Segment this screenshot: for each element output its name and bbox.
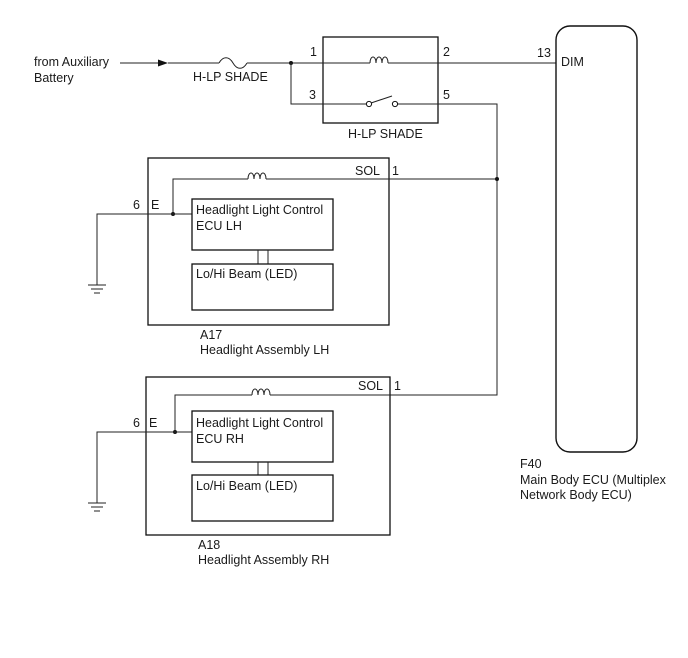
lh-control-ecu-box	[191, 198, 334, 251]
rh-assembly-code: A18	[198, 538, 220, 552]
relay-switch-blade	[370, 95, 393, 104]
lh-control-ecu-line2: ECU LH	[196, 219, 242, 233]
ecu-name-line1: Main Body ECU (Multiplex	[520, 473, 667, 487]
source-label-line2: Battery	[34, 71, 74, 85]
rh-sol-wire-left	[174, 394, 252, 432]
lh-control-ecu-line1: Headlight Light Control	[196, 203, 323, 217]
relay-switch-contact-left	[365, 100, 373, 108]
relay-coil-icon	[369, 56, 389, 64]
fuse	[168, 57, 291, 69]
rh-sol-label: SOL	[358, 379, 383, 393]
rh-e-pin: 6	[133, 416, 140, 430]
rh-control-ecu-line2: ECU RH	[196, 432, 244, 446]
relay-switch-contact-right	[391, 100, 399, 108]
relay-pin-5: 5	[443, 88, 450, 102]
ecu-pin-13: 13	[537, 46, 551, 60]
wire-relay-switch-in	[290, 63, 366, 105]
relay-label: H-LP SHADE	[348, 127, 423, 141]
lh-beam-label: Lo/Hi Beam (LED)	[196, 267, 297, 281]
lh-assembly-code: A17	[200, 328, 222, 342]
rh-control-ecu-line1: Headlight Light Control	[196, 416, 323, 430]
ecu-terminal-dim: DIM	[561, 55, 584, 69]
fuse-label: H-LP SHADE	[193, 70, 268, 84]
rh-solenoid-icon	[251, 388, 271, 396]
rh-assembly-name: Headlight Assembly RH	[198, 553, 329, 567]
lh-sol-label: SOL	[355, 164, 380, 178]
rh-ground-wire	[96, 431, 175, 503]
lh-assembly-box	[147, 157, 390, 326]
rh-sol-pin: 1	[394, 379, 401, 393]
rh-ground-icon	[88, 502, 106, 512]
lh-sol-pin: 1	[392, 164, 399, 178]
rh-e-label: E	[149, 416, 157, 430]
source-label-line1: from Auxiliary	[34, 55, 110, 69]
junction-dot-lh	[495, 177, 499, 181]
rh-beam-label: Lo/Hi Beam (LED)	[196, 479, 297, 493]
rh-beam-box	[191, 474, 334, 522]
wire-relay-to-headlights	[390, 103, 498, 396]
ecu-name-line2: Network Body ECU)	[520, 488, 632, 502]
lh-ground-wire	[96, 213, 173, 285]
lh-e-pin: 6	[133, 198, 140, 212]
source-arrow	[120, 59, 168, 67]
lh-assembly-name: Headlight Assembly LH	[200, 343, 329, 357]
relay-pin-2: 2	[443, 45, 450, 59]
rh-control-ecu-box	[191, 410, 334, 463]
ecu-box	[555, 25, 638, 453]
relay-pin-1: 1	[310, 45, 317, 59]
rh-assembly-box	[145, 376, 391, 536]
lh-sol-wire-left	[172, 178, 248, 214]
lh-beam-box	[191, 263, 334, 311]
ecu-code: F40	[520, 457, 542, 471]
relay-box	[322, 36, 439, 124]
relay-pin-3: 3	[309, 88, 316, 102]
lh-e-label: E	[151, 198, 159, 212]
lh-solenoid-icon	[247, 172, 267, 180]
lh-ground-icon	[88, 284, 106, 294]
